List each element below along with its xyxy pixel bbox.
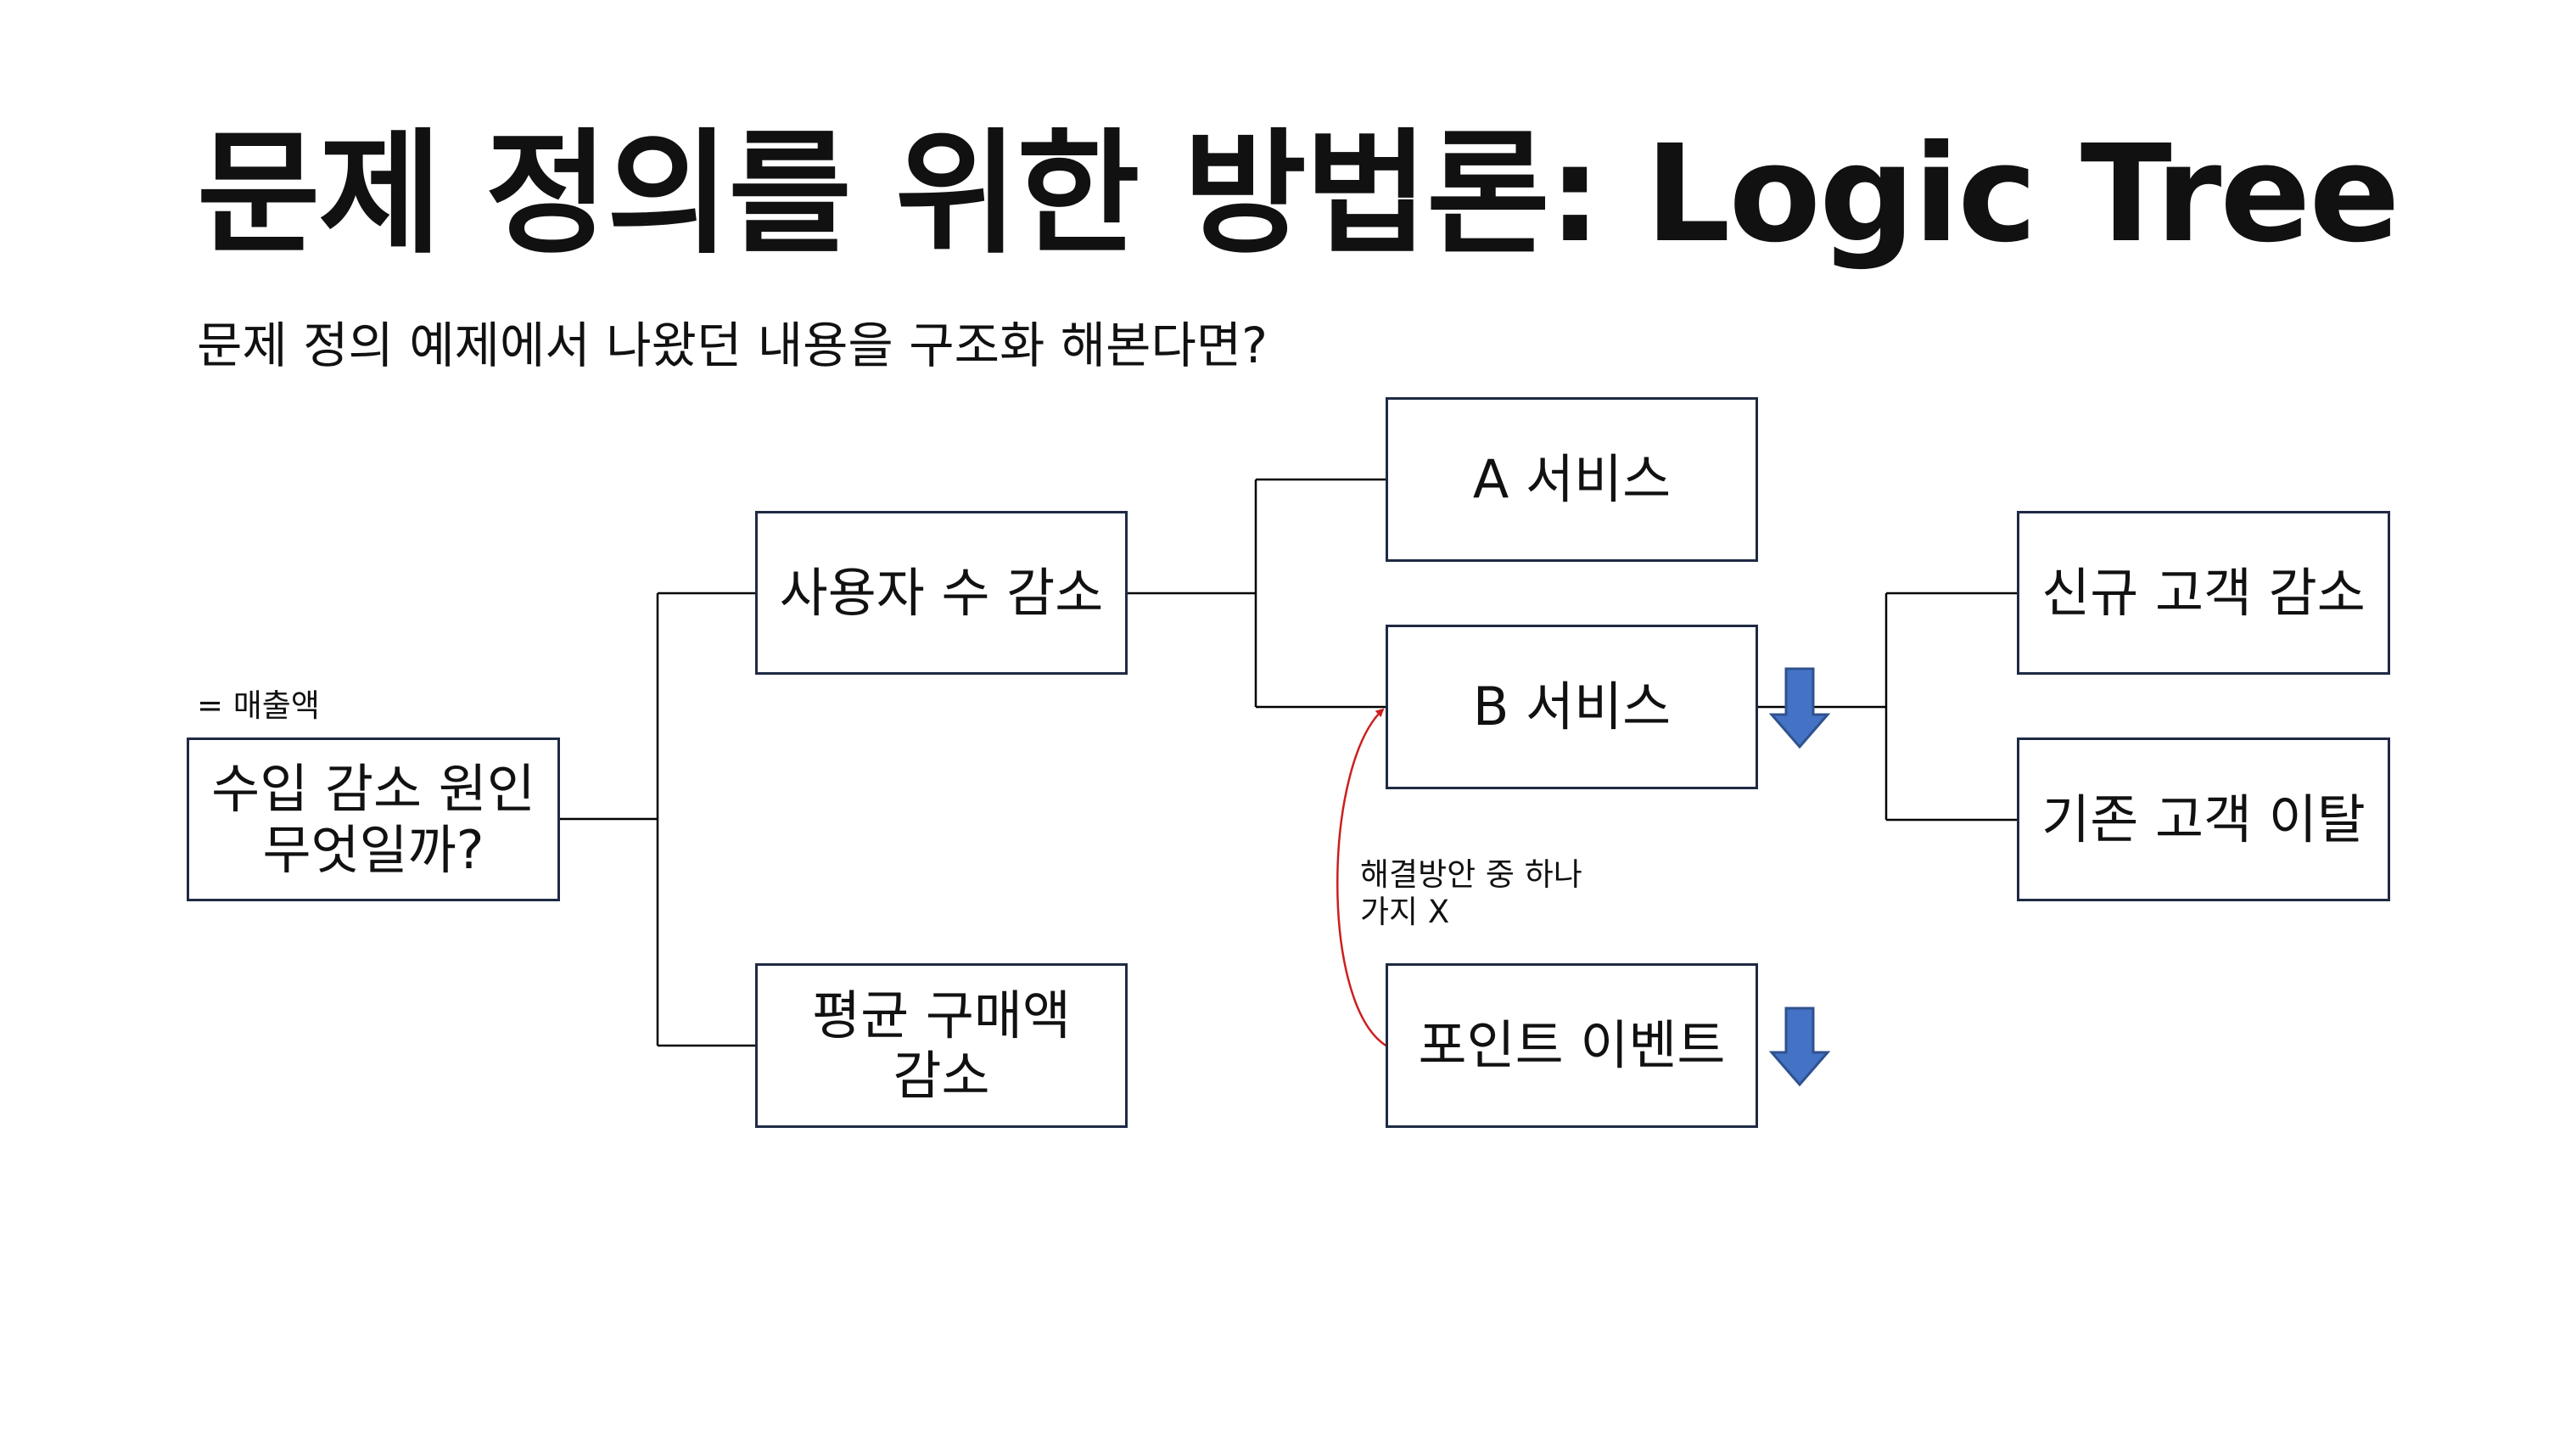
existing-customer-churn-node: 기존 고객 이탈 xyxy=(2017,738,2390,901)
service-b-node: B 서비스 xyxy=(1386,625,1758,789)
avg-purchase-decrease-node: 평균 구매액 감소 xyxy=(755,963,1128,1128)
new-customer-decrease-node: 신규 고객 감소 xyxy=(2017,511,2390,675)
service-a-node: A 서비스 xyxy=(1386,397,1758,562)
users-branch-lines xyxy=(1128,478,1386,709)
down-arrow-icon xyxy=(1768,667,1831,749)
solution-note: 해결방안 중 하나 가지 X xyxy=(1360,856,1582,931)
root-note: = 매출액 xyxy=(197,687,320,724)
users-decrease-node: 사용자 수 감소 xyxy=(755,511,1128,675)
slide-subtitle: 문제 정의 예제에서 나왔던 내용을 구조화 해본다면? xyxy=(197,317,1268,374)
solution-link-arrow xyxy=(1336,708,1388,1048)
down-arrow-icon xyxy=(1768,1007,1831,1087)
root-node: 수입 감소 원인 무엇일까? xyxy=(187,738,560,901)
root-branch-lines xyxy=(560,592,756,1047)
slide-title: 문제 정의를 위한 방법론: Logic Tree xyxy=(197,116,2400,272)
point-event-node: 포인트 이벤트 xyxy=(1386,963,1758,1128)
service-b-branch-lines xyxy=(1758,592,2018,822)
